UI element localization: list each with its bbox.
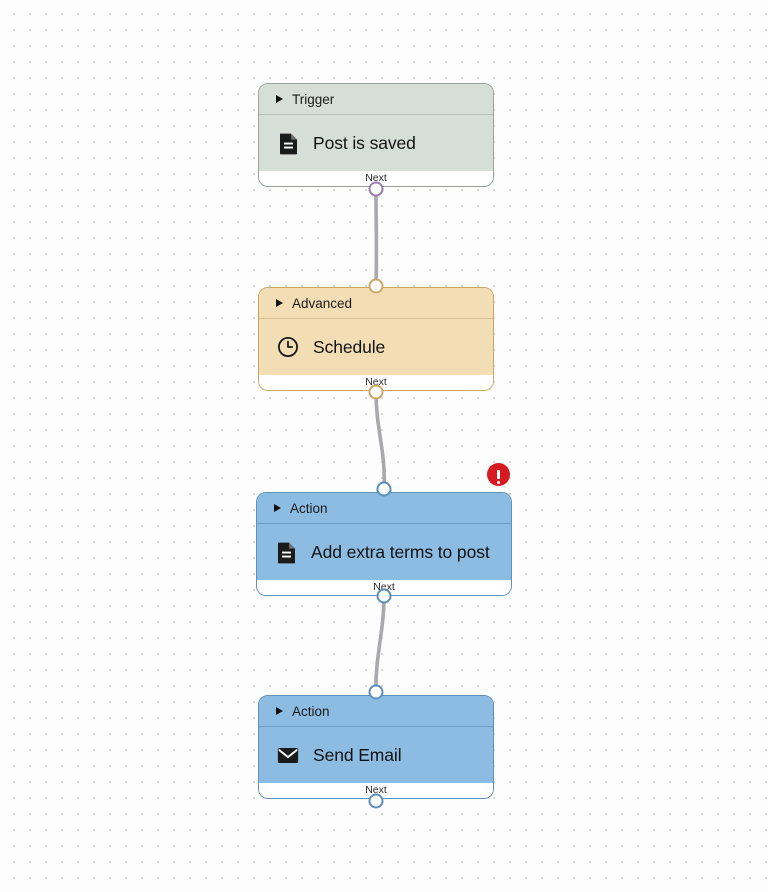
output-port-advanced[interactable] xyxy=(368,384,384,400)
node-divider xyxy=(257,523,511,524)
output-port-trigger[interactable] xyxy=(368,181,384,197)
node-divider xyxy=(259,114,493,115)
status-badge-error[interactable] xyxy=(487,463,510,486)
node-header-action-send-email[interactable]: Action xyxy=(259,696,493,726)
workflow-node-action-add-terms[interactable]: Action Add extra terms to post Next xyxy=(256,492,512,596)
node-next-label: Next xyxy=(365,172,387,184)
node-type-label: Action xyxy=(292,703,330,719)
workflow-node-trigger[interactable]: Trigger Post is saved Next xyxy=(258,83,494,187)
input-port-advanced[interactable] xyxy=(368,278,384,294)
node-next-button[interactable]: Next xyxy=(259,783,493,798)
edge-action1-to-action2 xyxy=(374,594,386,694)
output-port-action-add-terms[interactable] xyxy=(376,588,392,604)
envelope-icon xyxy=(277,743,299,767)
node-title: Schedule xyxy=(313,336,386,357)
node-header-trigger[interactable]: Trigger xyxy=(259,84,493,114)
workflow-node-advanced[interactable]: Advanced Schedule Next xyxy=(258,287,494,391)
node-next-label: Next xyxy=(365,784,387,796)
node-title: Send Email xyxy=(313,744,402,765)
chevron-right-icon[interactable] xyxy=(276,95,283,103)
node-body-trigger[interactable]: Post is saved xyxy=(259,115,493,171)
node-next-button[interactable]: Next xyxy=(259,171,493,186)
edge-advanced-to-action1 xyxy=(374,390,387,491)
node-divider xyxy=(259,318,493,319)
chevron-right-icon[interactable] xyxy=(276,707,283,715)
node-type-label: Action xyxy=(290,500,328,516)
document-icon xyxy=(277,131,299,155)
chevron-right-icon[interactable] xyxy=(274,504,281,512)
node-type-label: Trigger xyxy=(292,91,335,107)
node-title: Add extra terms to post xyxy=(311,541,490,562)
node-body-advanced[interactable]: Schedule xyxy=(259,319,493,375)
input-port-action-add-terms[interactable] xyxy=(376,481,392,497)
output-port-action-send-email[interactable] xyxy=(368,793,384,809)
node-type-label: Advanced xyxy=(292,295,353,311)
chevron-right-icon[interactable] xyxy=(276,299,283,307)
error-exclamation-icon xyxy=(496,469,501,485)
node-body-action-send-email[interactable]: Send Email xyxy=(259,727,493,783)
node-divider xyxy=(259,726,493,727)
node-header-action-add-terms[interactable]: Action xyxy=(257,493,511,523)
clock-icon xyxy=(277,335,299,359)
workflow-node-action-send-email[interactable]: Action Send Email Next xyxy=(258,695,494,799)
input-port-action-send-email[interactable] xyxy=(368,684,384,700)
document-icon xyxy=(275,540,297,564)
node-body-action-add-terms[interactable]: Add extra terms to post xyxy=(257,524,511,580)
node-title: Post is saved xyxy=(313,132,416,153)
